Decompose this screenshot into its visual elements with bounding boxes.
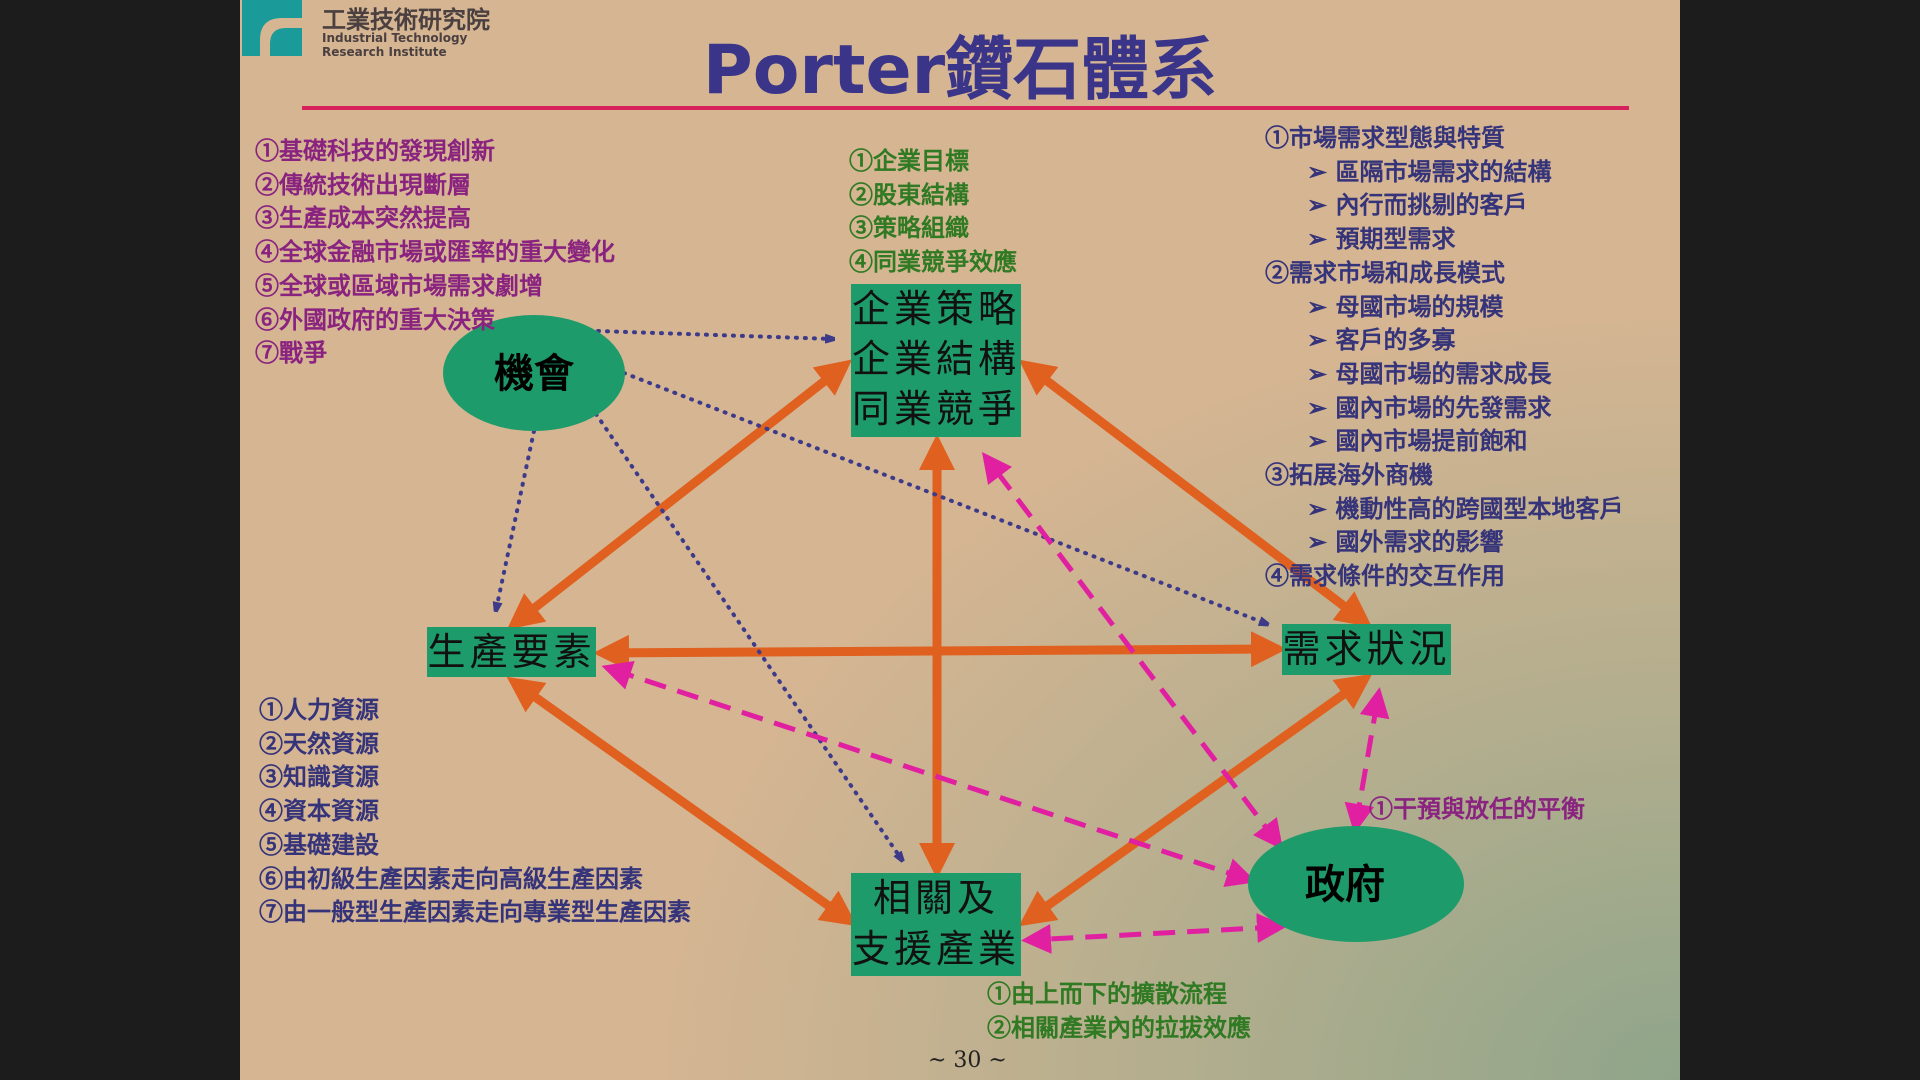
list-item: ②需求市場和成長模式 bbox=[1265, 257, 1505, 287]
strategy-node: 企業策略 企業結構 同業競爭 bbox=[851, 284, 1021, 437]
related-label-2: 支援產業 bbox=[851, 927, 1020, 971]
list-item: ⑦由一般型生產因素走向專業型生產因素 bbox=[259, 897, 691, 927]
title-divider bbox=[302, 106, 1629, 110]
list-item: ⑥外國政府的重大決策 bbox=[255, 304, 495, 334]
dashed-government-demand bbox=[1344, 687, 1390, 834]
list-subitem: ➢ 母國市場的規模 bbox=[1307, 291, 1504, 321]
list-item: ①企業目標 bbox=[849, 146, 969, 175]
logo-name-cn: 工業技術研究院 bbox=[322, 6, 490, 34]
list-item: ①由上而下的擴散流程 bbox=[987, 979, 1227, 1008]
list-subitem: ➢ 內行而挑剔的客戶 bbox=[1307, 190, 1528, 220]
list-item: ⑤基礎建設 bbox=[259, 829, 379, 859]
list-item: ①人力資源 bbox=[259, 695, 379, 724]
strategy-label-3: 同業競爭 bbox=[851, 387, 1020, 431]
strategy-label-1: 企業策略 bbox=[851, 287, 1020, 331]
list-item: ⑦戰爭 bbox=[255, 338, 327, 368]
slide-title: Porter鑽石體系 bbox=[702, 31, 1218, 110]
list-subitem: ➢ 機動性高的跨國型本地客戶 bbox=[1307, 493, 1624, 523]
government-node bbox=[1248, 826, 1464, 942]
factors-node: 生產要素 bbox=[427, 627, 596, 677]
slide bbox=[240, 0, 1680, 1080]
list-item: ②相關產業內的拉拔效應 bbox=[987, 1012, 1251, 1042]
arrow-factors-demand bbox=[593, 631, 1287, 671]
itri-logo-icon bbox=[242, 0, 302, 56]
dotted-chance-strategy bbox=[596, 329, 833, 339]
list-item: ③知識資源 bbox=[259, 762, 379, 792]
list-item: ③生產成本突然提高 bbox=[255, 203, 471, 233]
related-label-1: 相關及 bbox=[872, 876, 999, 920]
list-item: ④全球金融市場或匯率的重大變化 bbox=[255, 237, 615, 267]
chance-node bbox=[443, 315, 625, 431]
list-item: ⑥由初級生產因素走向高級生產因素 bbox=[259, 863, 643, 893]
dashed-government-factors bbox=[601, 661, 1257, 887]
government-label: 政府 bbox=[1305, 861, 1385, 908]
list-item: ②股東結構 bbox=[849, 179, 969, 209]
dashed-government-related bbox=[1021, 913, 1287, 954]
list-item: ②天然資源 bbox=[259, 728, 379, 758]
strategy-label-2: 企業結構 bbox=[851, 337, 1020, 381]
logo-name-en-1: Industrial Technology bbox=[322, 31, 468, 45]
list-subitem: ➢ 國內市場的先發需求 bbox=[1307, 392, 1552, 422]
list-subitem: ➢ 區隔市場需求的結構 bbox=[1307, 156, 1552, 186]
list-item: ③策略組織 bbox=[849, 213, 969, 243]
list-item: ⑤全球或區域市場需求劇增 bbox=[255, 270, 543, 300]
list-item: ④同業競爭效應 bbox=[849, 247, 1017, 277]
factors-list: ①人力資源 ②天然資源 ③知識資源 ④資本資源 ⑤基礎建設 ⑥由初級生產因素走向… bbox=[259, 693, 691, 929]
related-list: ①由上而下的擴散流程 ②相關產業內的拉拔效應 bbox=[987, 977, 1251, 1044]
list-subitem: ➢ 國外需求的影響 bbox=[1307, 527, 1504, 557]
list-item: ①干預與放任的平衡 bbox=[1369, 794, 1585, 823]
arrow-strategy-factors bbox=[506, 359, 853, 630]
list-item: ④需求條件的交互作用 bbox=[1265, 561, 1505, 591]
list-item: ①基礎科技的發現創新 bbox=[255, 136, 495, 165]
chance-list: ①基礎科技的發現創新 ②傳統技術出現斷層 ③生產成本突然提高 ④全球金融市場或匯… bbox=[255, 134, 615, 370]
list-item: ③拓展海外商機 bbox=[1265, 460, 1433, 490]
demand-node: 需求狀況 bbox=[1282, 624, 1451, 675]
list-subitem: ➢ 預期型需求 bbox=[1307, 224, 1456, 254]
list-subitem: ➢ 國內市場提前飽和 bbox=[1307, 426, 1528, 456]
chance-label: 機會 bbox=[494, 350, 575, 397]
logo-name-en-2: Research Institute bbox=[322, 45, 447, 59]
list-subitem: ➢ 客戶的多寡 bbox=[1307, 325, 1456, 355]
government-list: ①干預與放任的平衡 bbox=[1369, 792, 1585, 826]
list-item: ①市場需求型態與特質 bbox=[1265, 123, 1505, 152]
list-item: ④資本資源 bbox=[259, 796, 379, 826]
page-number: ~ 30 ~ bbox=[928, 1048, 1007, 1073]
related-node: 相關及 支援產業 bbox=[851, 873, 1021, 976]
list-subitem: ➢ 母國市場的需求成長 bbox=[1307, 358, 1552, 388]
dotted-chance-factors bbox=[496, 429, 536, 610]
list-item: ②傳統技術出現斷層 bbox=[255, 169, 471, 199]
strategy-list: ①企業目標 ②股東結構 ③策略組織 ④同業競爭效應 bbox=[849, 144, 1017, 279]
demand-list: ①市場需求型態與特質 ➢ 區隔市場需求的結構 ➢ 內行而挑剔的客戶 ➢ 預期型需… bbox=[1265, 121, 1623, 593]
